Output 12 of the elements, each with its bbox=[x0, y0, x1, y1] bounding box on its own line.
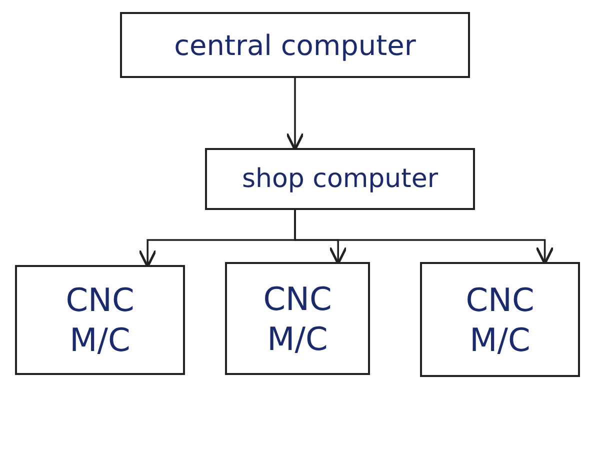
process-box bbox=[120, 12, 470, 78]
node-label: central computer bbox=[174, 28, 416, 62]
process-box bbox=[225, 262, 370, 375]
node-label: CNC M/C bbox=[64, 280, 136, 360]
process-box bbox=[205, 148, 475, 210]
arrow bbox=[286, 78, 304, 151]
process-box bbox=[15, 265, 185, 375]
arrow bbox=[294, 210, 554, 265]
process-box bbox=[420, 262, 580, 377]
node-label: CNC M/C bbox=[464, 280, 536, 360]
node-label: CNC M/C bbox=[262, 278, 333, 358]
node-label: shop computer bbox=[242, 162, 438, 196]
